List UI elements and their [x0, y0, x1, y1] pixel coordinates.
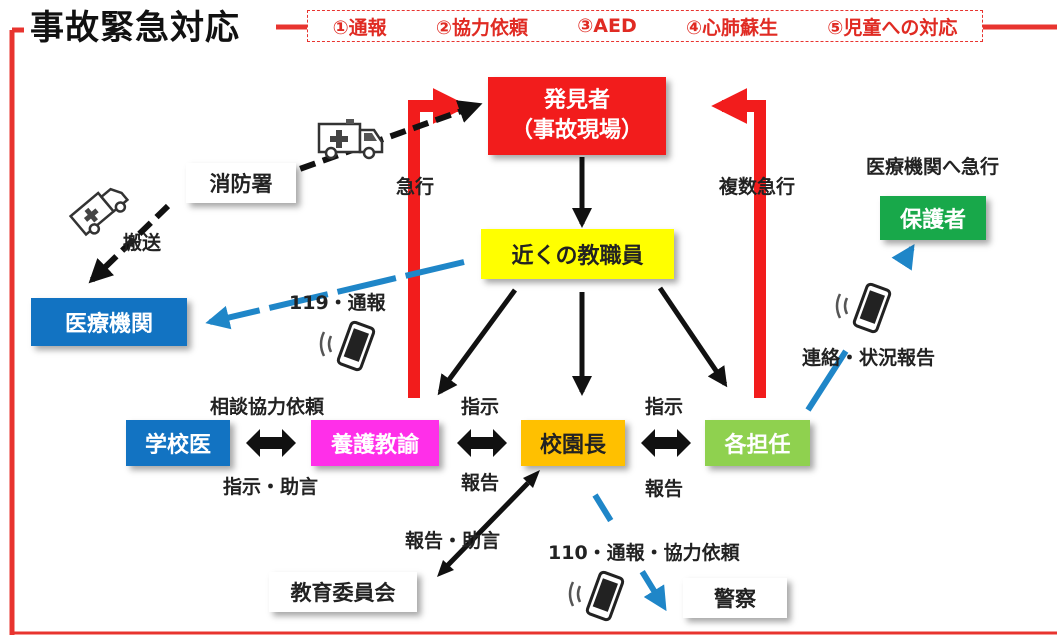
- discoverer-line2: （事故現場）: [510, 118, 643, 143]
- instruct-left-label: 指示: [461, 396, 500, 418]
- police-label: 警察: [714, 587, 756, 611]
- nearby-staff-label: 近くの教職員: [511, 244, 644, 269]
- step-item: ④心肺蘇生: [685, 16, 779, 39]
- guardian-box: 保護者: [880, 196, 986, 240]
- transport-label: 搬送: [123, 232, 162, 254]
- smartphone-icon: [835, 282, 892, 334]
- report-advice-label: 報告・助言: [405, 530, 501, 552]
- instruct-right-label: 指示: [645, 396, 684, 418]
- multi-rush-label: 複数急行: [719, 176, 796, 198]
- police-box: 警察: [683, 578, 787, 618]
- nearby-staff-box: 近くの教職員: [481, 229, 674, 279]
- medical-institution-box: 医療機関: [31, 298, 187, 346]
- to-hospital-label: 医療機関へ急行: [866, 156, 1000, 178]
- page-title: 事故緊急対応: [30, 8, 240, 48]
- report-left-label: 報告: [461, 472, 500, 494]
- rush-arrow-left: [408, 88, 469, 398]
- double-arrow-principal-homeroom: [641, 429, 691, 457]
- call-110-label: 110・通報・協力依頼: [548, 542, 740, 564]
- rush-label: 急行: [396, 176, 435, 198]
- school-doctor-box: 学校医: [126, 420, 230, 466]
- contact-report-label: 連絡・状況報告: [802, 347, 936, 369]
- fire-station-label: 消防署: [209, 172, 273, 196]
- guardian-label: 保護者: [899, 208, 966, 233]
- homeroom-to-guardian-arrow: [805, 243, 915, 412]
- nurse-teacher-label: 養護教諭: [330, 433, 419, 458]
- rush-arrow-right: [711, 88, 766, 398]
- principal-box: 校園長: [521, 420, 625, 466]
- step-item: ⑤児童への対応: [827, 16, 958, 39]
- staff-to-nurse-arrow: [437, 288, 518, 396]
- homeroom-box: 各担任: [705, 420, 810, 466]
- smartphone-icon: [319, 320, 376, 372]
- nurse-teacher-box: 養護教諭: [311, 420, 439, 466]
- steps-bar: ①通報 ②協力依頼 ③AED ④心肺蘇生 ⑤児童への対応: [307, 10, 983, 42]
- transport-arrow: [88, 203, 171, 284]
- ambulance-icon: [317, 119, 384, 160]
- step-item: ③AED: [577, 15, 637, 37]
- consult-request-label: 相談協力依頼: [210, 396, 325, 418]
- call-119-label: 119・通報: [289, 292, 386, 314]
- discoverer-box: 発見者 （事故現場）: [488, 77, 666, 155]
- ambulance-icon: [68, 187, 130, 237]
- board-of-education-box: 教育委員会: [269, 572, 417, 612]
- instruct-advice-label: 指示・助言: [223, 476, 319, 498]
- call-110-arrow: [592, 493, 667, 612]
- principal-label: 校園長: [539, 433, 606, 458]
- staff-to-homeroom-arrow: [657, 286, 728, 388]
- smartphone-icon: [568, 570, 625, 622]
- school-doctor-label: 学校医: [144, 433, 211, 458]
- double-arrow-principal-board: [437, 470, 540, 577]
- double-arrow-nurse-principal: [457, 429, 507, 457]
- discoverer-line1: 発見者: [543, 88, 610, 114]
- step-item: ①通報: [332, 16, 387, 39]
- double-arrow-doctor-nurse: [246, 429, 296, 457]
- homeroom-label: 各担任: [724, 433, 791, 458]
- fire-station-box: 消防署: [186, 163, 296, 203]
- step-item: ②協力依頼: [435, 16, 528, 39]
- board-of-education-label: 教育委員会: [290, 581, 396, 605]
- medical-institution-label: 医療機関: [64, 312, 153, 337]
- call-119-arrow: [205, 259, 465, 330]
- report-right-label: 報告: [645, 478, 684, 500]
